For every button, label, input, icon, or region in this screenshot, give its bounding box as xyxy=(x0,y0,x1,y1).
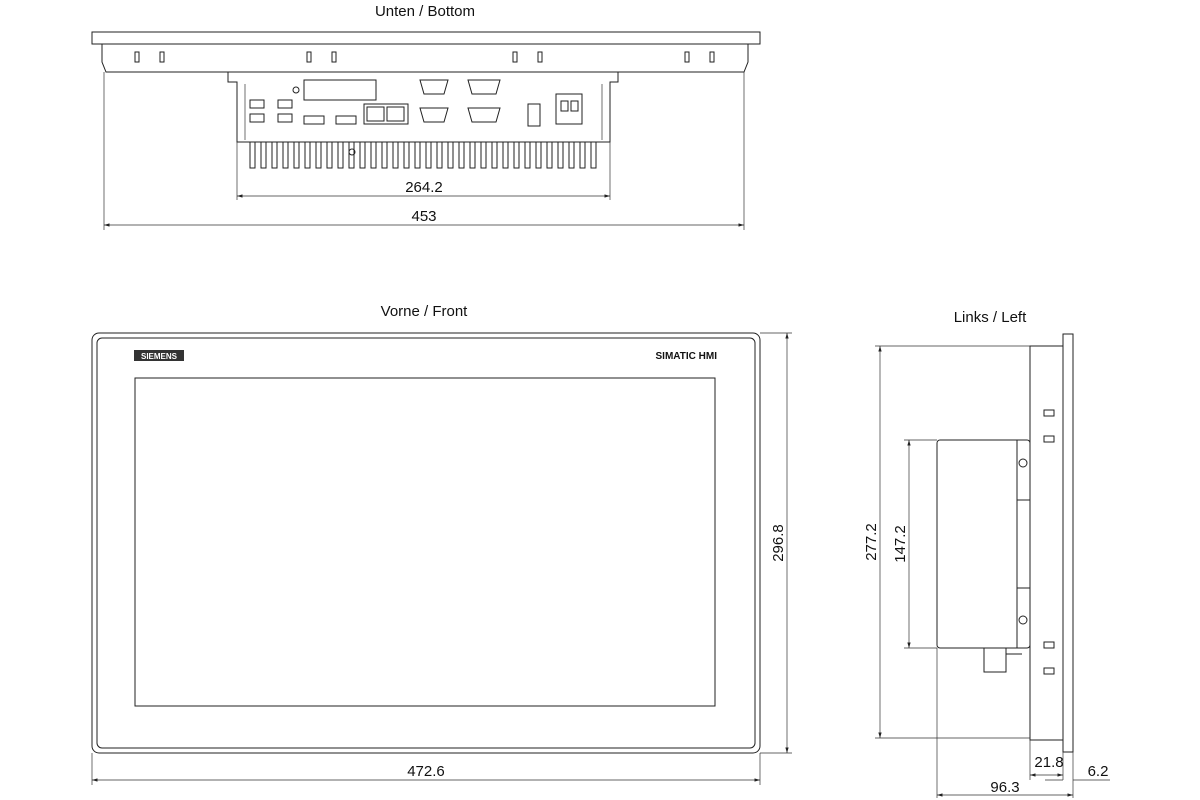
left-view: Links / Left 277.2 147.2 96.3 21.8 xyxy=(863,309,1110,798)
dim-front-height: 296.8 xyxy=(770,524,787,562)
left-housing xyxy=(936,439,1031,649)
brand-badge xyxy=(134,350,184,361)
cooling-fin xyxy=(524,141,531,169)
bottom-mounting-slots xyxy=(134,51,715,63)
brand-label: SIEMENS xyxy=(141,352,178,361)
left-front-plate xyxy=(1062,333,1074,753)
front-view-title: Vorne / Front xyxy=(381,303,469,320)
dim-bottom-overall-width: 453 xyxy=(411,208,436,225)
cooling-fin xyxy=(249,141,256,169)
cooling-fin xyxy=(304,141,311,169)
cooling-fin xyxy=(447,141,454,169)
front-bezel-outer xyxy=(91,332,761,754)
cooling-fin xyxy=(271,141,278,169)
cooling-fin xyxy=(260,141,267,169)
front-view: Vorne / Front SIEMENS SIMATIC HMI 296.8 … xyxy=(91,303,792,785)
bottom-frame xyxy=(101,44,749,73)
cooling-fin xyxy=(546,141,553,169)
cooling-fin xyxy=(590,141,597,169)
dim-left-front-thickness: 6.2 xyxy=(1088,763,1109,780)
bottom-front-plate xyxy=(91,31,761,45)
cooling-fin xyxy=(480,141,487,169)
cooling-fin xyxy=(513,141,520,169)
dim-left-height-outer: 277.2 xyxy=(863,523,880,561)
cooling-fin xyxy=(381,141,388,169)
cooling-fin xyxy=(293,141,300,169)
cooling-fin xyxy=(557,141,564,169)
cooling-fin xyxy=(282,141,289,169)
cooling-fin xyxy=(359,141,366,169)
left-view-title: Links / Left xyxy=(954,309,1027,326)
front-bezel-inner xyxy=(96,337,756,749)
left-mounting-clips xyxy=(1043,409,1055,675)
bottom-view-title: Unten / Bottom xyxy=(375,3,475,20)
bottom-housing xyxy=(227,72,619,143)
cooling-fin xyxy=(403,141,410,169)
cooling-fin xyxy=(370,141,377,169)
cooling-fin xyxy=(568,141,575,169)
dim-front-width: 472.6 xyxy=(407,763,445,780)
cooling-fin xyxy=(392,141,399,169)
dim-bottom-inner-width: 264.2 xyxy=(405,179,443,196)
cooling-fin xyxy=(425,141,432,169)
cooling-fin xyxy=(491,141,498,169)
cooling-fin xyxy=(337,141,344,169)
dim-left-depth-total: 96.3 xyxy=(990,779,1019,796)
cooling-fin xyxy=(502,141,509,169)
dim-left-height-housing: 147.2 xyxy=(892,525,909,563)
front-display-area xyxy=(134,377,716,707)
bottom-view: Unten / Bottom xyxy=(91,3,761,230)
cooling-fin xyxy=(436,141,443,169)
product-label: SIMATIC HMI xyxy=(656,351,718,362)
cooling-fin xyxy=(458,141,465,169)
cooling-fin xyxy=(326,141,333,169)
dim-left-depth-mount: 21.8 xyxy=(1034,754,1063,771)
cooling-fin xyxy=(469,141,476,169)
cooling-fin xyxy=(535,141,542,169)
bottom-ports xyxy=(249,79,583,127)
cooling-fin xyxy=(348,141,355,169)
cooling-fin xyxy=(579,141,586,169)
cooling-fin xyxy=(315,141,322,169)
cooling-fin xyxy=(414,141,421,169)
bottom-cooling-fins xyxy=(249,141,597,169)
left-mount-frame xyxy=(1029,345,1064,741)
